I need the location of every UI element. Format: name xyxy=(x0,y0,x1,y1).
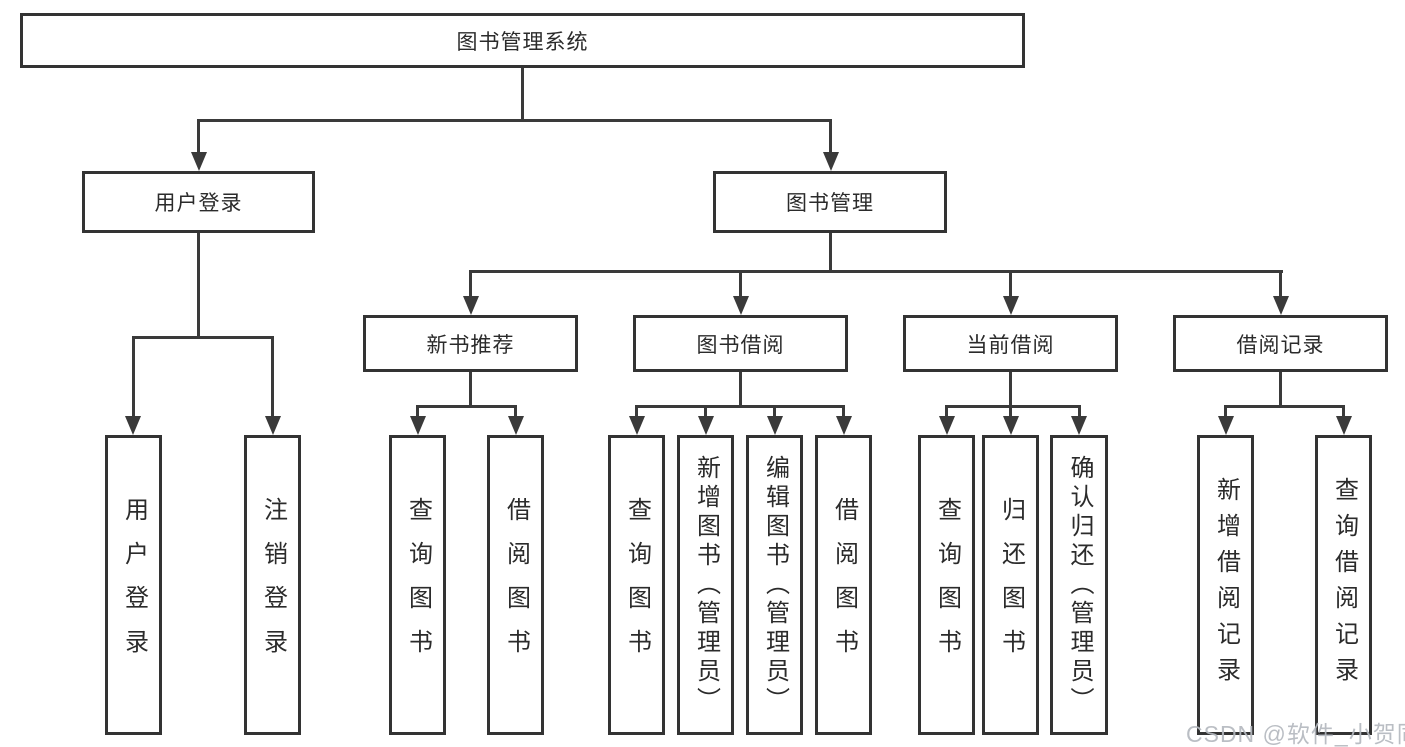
leaf-borrow-books: 借阅图书 xyxy=(815,435,872,735)
connector-line xyxy=(132,336,274,339)
arrow-down-icon xyxy=(766,416,783,435)
leaf-confirm-return-admin: 确认归还（管理员） xyxy=(1050,435,1108,735)
arrow-down-icon xyxy=(409,416,426,435)
connector-line xyxy=(635,405,638,418)
connector-line xyxy=(469,372,472,408)
leaf-borrow-books-recommend: 借阅图书 xyxy=(487,435,544,735)
node-book-borrowing: 图书借阅 xyxy=(633,315,848,372)
leaf-add-books-admin: 新增图书（管理员） xyxy=(677,435,734,735)
connector-line xyxy=(416,405,419,418)
leaf-user-login: 用户登录 xyxy=(105,435,162,735)
connector-line xyxy=(271,336,274,418)
leaf-logout: 注销登录 xyxy=(244,435,301,735)
connector-line xyxy=(704,405,707,418)
connector-line xyxy=(829,119,832,154)
arrow-down-icon xyxy=(190,152,207,171)
arrow-down-icon xyxy=(938,416,955,435)
connector-line xyxy=(739,372,742,408)
connector-line xyxy=(739,270,742,298)
connector-line xyxy=(1009,405,1012,418)
arrow-down-icon xyxy=(1071,416,1087,435)
connector-line xyxy=(416,405,517,408)
connector-line xyxy=(197,119,832,122)
arrow-down-icon xyxy=(507,416,524,435)
connector-line xyxy=(197,233,200,336)
connector-line xyxy=(842,405,845,418)
leaf-query-borrow-record: 查询借阅记录 xyxy=(1315,435,1372,735)
arrow-down-icon xyxy=(628,416,645,435)
connector-line xyxy=(131,336,135,418)
arrow-down-icon xyxy=(732,296,749,315)
node-current-borrowing: 当前借阅 xyxy=(903,315,1118,372)
connector-line xyxy=(1077,405,1081,418)
connector-line xyxy=(1009,270,1012,298)
arrow-down-icon xyxy=(697,416,714,435)
connector-line xyxy=(945,405,1081,408)
connector-line xyxy=(521,68,524,122)
connector-line xyxy=(945,405,948,418)
arrow-down-icon xyxy=(835,416,852,435)
arrow-down-icon xyxy=(1272,296,1289,315)
arrow-down-icon xyxy=(1217,416,1234,435)
connector-line xyxy=(1224,405,1345,408)
leaf-query-books-recommend: 查询图书 xyxy=(389,435,446,735)
connector-line xyxy=(1279,372,1282,408)
connector-line xyxy=(514,405,517,418)
node-borrowing-records: 借阅记录 xyxy=(1173,315,1388,372)
connector-line xyxy=(1224,405,1227,418)
connector-line xyxy=(197,119,200,154)
arrow-down-icon xyxy=(462,296,479,315)
arrow-down-icon xyxy=(1002,416,1019,435)
arrow-down-icon xyxy=(264,416,281,435)
connector-line xyxy=(469,270,472,298)
node-new-book-recommendation: 新书推荐 xyxy=(363,315,578,372)
leaf-query-books-current: 查询图书 xyxy=(918,435,975,735)
connector-line xyxy=(635,405,845,408)
node-user-login: 用户登录 xyxy=(82,171,315,233)
node-book-management: 图书管理 xyxy=(713,171,947,233)
connector-line xyxy=(773,405,776,418)
leaf-return-books: 归还图书 xyxy=(982,435,1039,735)
arrow-down-icon xyxy=(125,416,141,435)
arrow-down-icon xyxy=(822,152,839,171)
connector-line xyxy=(1342,405,1345,418)
leaf-add-borrow-record: 新增借阅记录 xyxy=(1197,435,1254,735)
connector-line xyxy=(829,233,832,270)
connector-line xyxy=(1009,372,1012,408)
leaf-query-books-borrowing: 查询图书 xyxy=(608,435,665,735)
connector-line xyxy=(1279,270,1282,298)
node-library-management-system: 图书管理系统 xyxy=(20,13,1025,68)
arrow-down-icon xyxy=(1335,416,1352,435)
csdn-watermark: CSDN @软件_小贺同学 xyxy=(1186,721,1405,747)
leaf-edit-books-admin: 编辑图书（管理员） xyxy=(746,435,803,735)
arrow-down-icon xyxy=(1002,296,1019,315)
connector-line xyxy=(469,270,1283,273)
